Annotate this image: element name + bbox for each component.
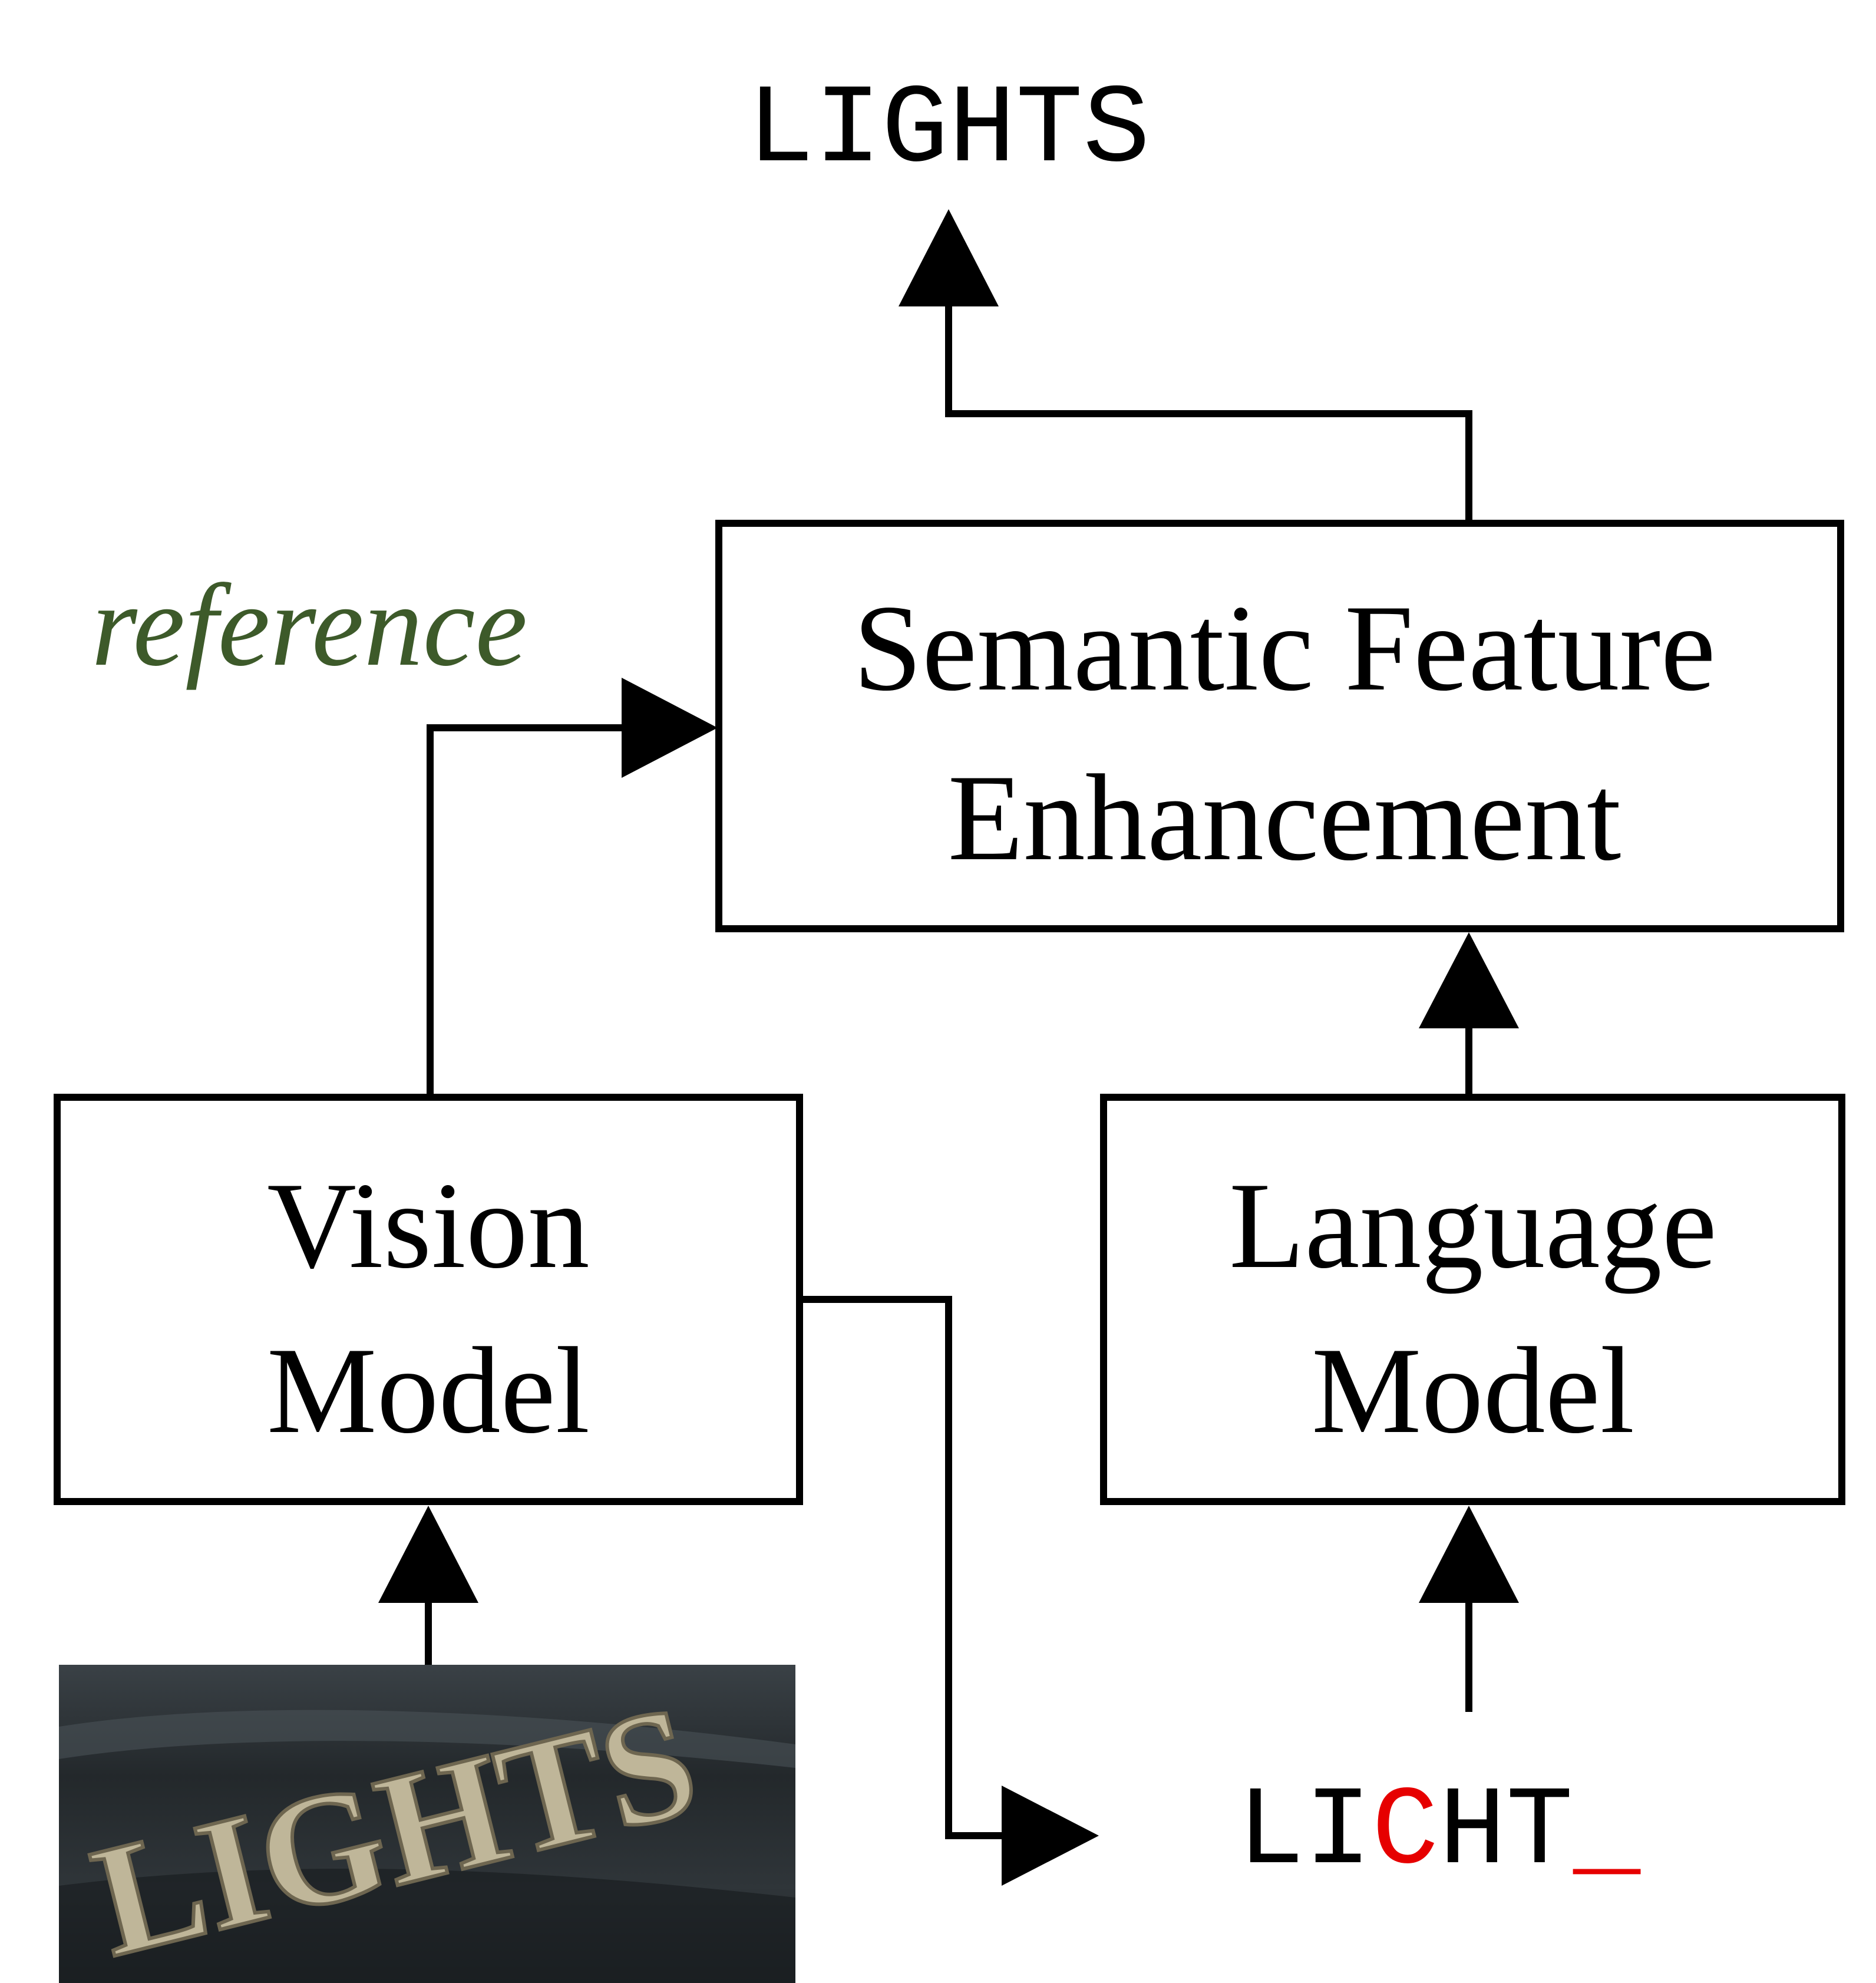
language-model-box: Language Model [1100, 1094, 1845, 1505]
output-arrowhead [899, 209, 999, 306]
final-output-text: LIGHTS [747, 68, 1150, 194]
reference-connector [427, 724, 633, 1098]
prediction-part2: HT [1439, 1770, 1573, 1896]
vision-to-prediction-connector [800, 1296, 1013, 1839]
vision-box-line1: Vision [267, 1157, 589, 1294]
prediction-part1: LI [1237, 1770, 1372, 1896]
language-box-line2: Model [1312, 1322, 1634, 1459]
vision-prediction-text: LICHT_ [1237, 1770, 1641, 1896]
semantic-box-line2: Enhancement [948, 750, 1621, 886]
semantic-box-line1: Semantic Feature [853, 580, 1716, 717]
prediction-to-language-arrowhead [1419, 1506, 1519, 1603]
vision-model-box: Vision Model [54, 1094, 803, 1505]
prediction-missing-char: _ [1573, 1770, 1641, 1896]
reference-arrowhead [622, 678, 718, 778]
input-scene-image: LIGHTS [59, 1665, 795, 1983]
image-to-vision-arrowhead [378, 1506, 478, 1603]
output-connector [945, 295, 1472, 524]
language-to-semantic-arrowhead [1419, 932, 1519, 1028]
language-box-line1: Language [1229, 1157, 1717, 1294]
prediction-wrong-char: C [1372, 1770, 1439, 1896]
reference-label: reference [91, 560, 527, 691]
vision-to-prediction-arrowhead [1002, 1786, 1099, 1886]
vision-box-line2: Model [267, 1322, 590, 1459]
semantic-feature-enhancement-box: Semantic Feature Enhancement [715, 520, 1844, 932]
